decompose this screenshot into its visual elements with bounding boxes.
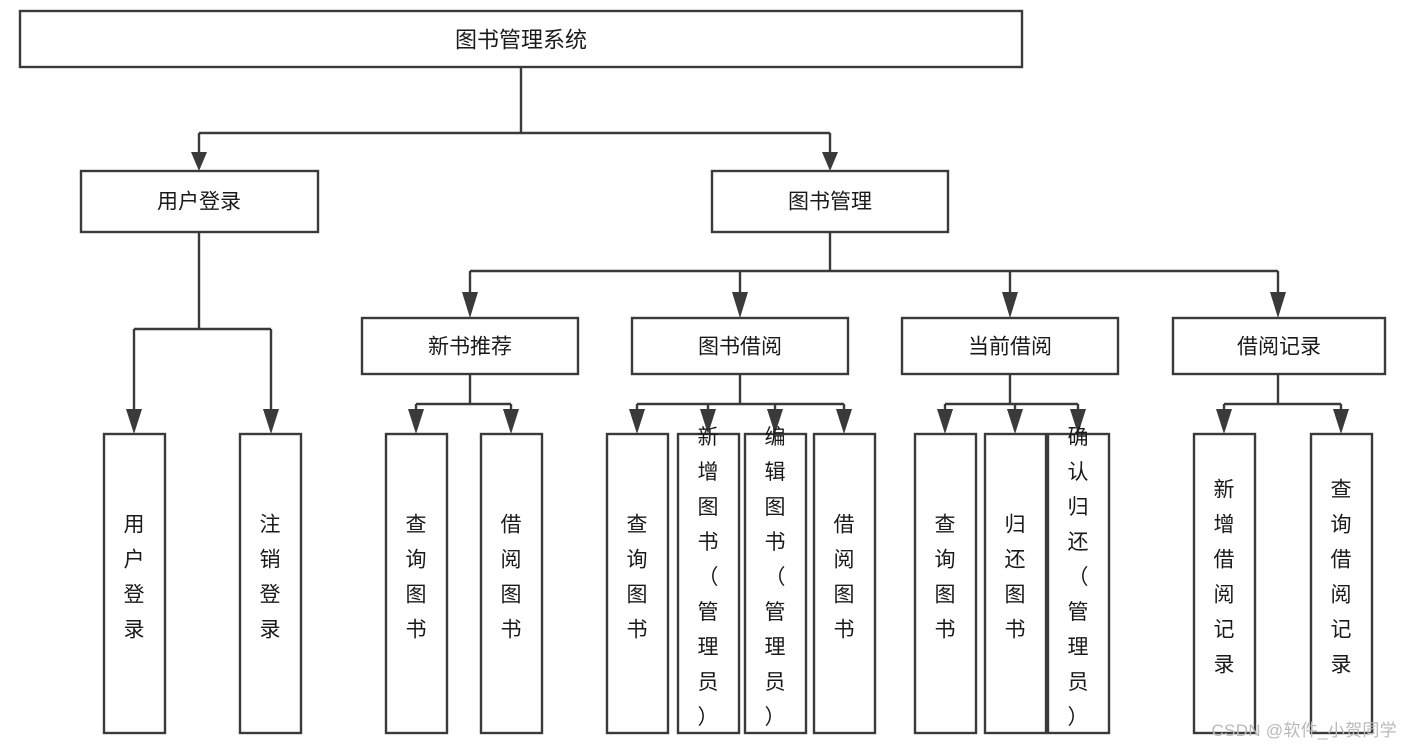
leaf-borrow-book-2-box[interactable] [812,432,877,735]
leaf-query-book-1[interactable]: 查询图书 [384,432,449,735]
leaf-query-book-3-box[interactable] [913,432,978,735]
leaf-borrow-book-1-box[interactable] [479,432,544,735]
node-book-borrow[interactable]: 图书借阅 [630,316,850,376]
arrow-head-leaf-borrow-book-1 [503,409,519,434]
leaf-query-book-3-label: 查询图书 [935,514,956,642]
leaf-add-book-box[interactable] [676,432,741,735]
leaf-logout-login-box[interactable] [238,432,303,735]
leaf-query-record-box[interactable] [1309,432,1374,735]
leaf-add-record-box[interactable] [1192,432,1257,735]
leaf-user-login[interactable]: 用户登录 [102,432,167,735]
arrow-head-leaf-add-record [1216,409,1232,434]
node-book-borrow-label: 图书借阅 [698,336,782,359]
arrow-head-leaf-confirm-return [1070,409,1086,434]
leaf-query-book-1-box[interactable] [384,432,449,735]
node-new-book-recommend-box[interactable] [360,316,580,376]
csdn-watermark: CSDN @软件_小贺同学 [1211,721,1397,740]
leaf-query-book-1-label: 查询图书 [406,514,427,642]
arrow-head-leaf-query-record [1333,409,1349,434]
arrow-head-leaf-query-book-1 [408,409,424,434]
leaf-borrow-book-1[interactable]: 借阅图书 [479,432,544,735]
node-new-book-recommend-label: 新书推荐 [428,336,512,359]
arrow-head-leaf-query-book-2 [629,409,645,434]
arrow-head-book-manage [822,152,838,171]
leaf-borrow-book-2-label: 借阅图书 [834,514,855,642]
node-root-label: 图书管理系统 [455,28,587,53]
node-user-login-box[interactable] [79,169,320,234]
node-book-manage[interactable]: 图书管理 [710,169,950,234]
arrow-head-leaf-user-login [126,409,142,434]
node-book-manage-label: 图书管理 [788,191,872,214]
connector-layer [126,67,1349,434]
arrow-head-leaf-logout-login [263,409,279,434]
arrow-head-book-borrow [732,292,748,318]
arrow-head-borrow-record [1270,292,1286,318]
arrow-head-leaf-return-book [1007,409,1023,434]
leaf-query-book-2[interactable]: 查询图书 [605,432,670,735]
arrow-head-leaf-edit-book [767,409,783,434]
arrow-head-user-login [191,152,207,171]
node-current-borrow-label: 当前借阅 [968,336,1052,359]
node-current-borrow-box[interactable] [900,316,1120,376]
node-borrow-record[interactable]: 借阅记录 [1171,316,1387,376]
leaf-add-book-label: 新增图书（管理员） [698,426,719,729]
leaf-user-login-label: 用户登录 [124,514,145,642]
leaf-query-book-2-label: 查询图书 [627,514,648,642]
arrow-head-new-book-recommend [462,292,478,318]
leaf-confirm-return[interactable]: 确认归还（管理员） [1046,426,1111,735]
node-book-manage-box[interactable] [710,169,950,234]
node-user-login[interactable]: 用户登录 [79,169,320,234]
leaf-add-record[interactable]: 新增借阅记录 [1192,432,1257,735]
leaf-query-book-2-box[interactable] [605,432,670,735]
node-root-box[interactable] [18,9,1024,69]
leaf-edit-book[interactable]: 编辑图书（管理员） [743,426,808,735]
leaf-confirm-return-label: 确认归还（管理员） [1068,426,1089,729]
arrow-head-current-borrow [1002,292,1018,318]
node-borrow-record-label: 借阅记录 [1237,336,1321,359]
leaf-add-book[interactable]: 新增图书（管理员） [676,426,741,735]
leaf-borrow-book-2[interactable]: 借阅图书 [812,432,877,735]
node-book-borrow-box[interactable] [630,316,850,376]
arrow-head-leaf-add-book [700,409,716,434]
node-current-borrow[interactable]: 当前借阅 [900,316,1120,376]
leaf-edit-book-box[interactable] [743,432,808,735]
node-user-login-label: 用户登录 [157,191,241,214]
leaf-return-book-label: 归还图书 [1005,514,1026,642]
leaf-logout-login[interactable]: 注销登录 [238,432,303,735]
arrow-head-leaf-borrow-book-2 [836,409,852,434]
leaf-return-book-box[interactable] [983,432,1048,735]
node-new-book-recommend[interactable]: 新书推荐 [360,316,580,376]
leaf-logout-login-label: 注销登录 [260,514,281,642]
arrow-head-leaf-query-book-3 [937,409,953,434]
leaf-borrow-book-1-label: 借阅图书 [501,514,522,642]
leaf-query-record[interactable]: 查询借阅记录 [1309,432,1374,735]
leaf-return-book[interactable]: 归还图书 [983,432,1048,735]
node-borrow-record-box[interactable] [1171,316,1387,376]
leaf-confirm-return-box[interactable] [1046,432,1111,735]
leaf-query-record-label: 查询借阅记录 [1331,479,1352,677]
node-root[interactable]: 图书管理系统 [18,9,1024,69]
leaf-query-book-3[interactable]: 查询图书 [913,432,978,735]
leaf-add-record-label: 新增借阅记录 [1214,479,1235,677]
leaf-user-login-box[interactable] [102,432,167,735]
leaf-edit-book-label: 编辑图书（管理员） [765,426,786,729]
